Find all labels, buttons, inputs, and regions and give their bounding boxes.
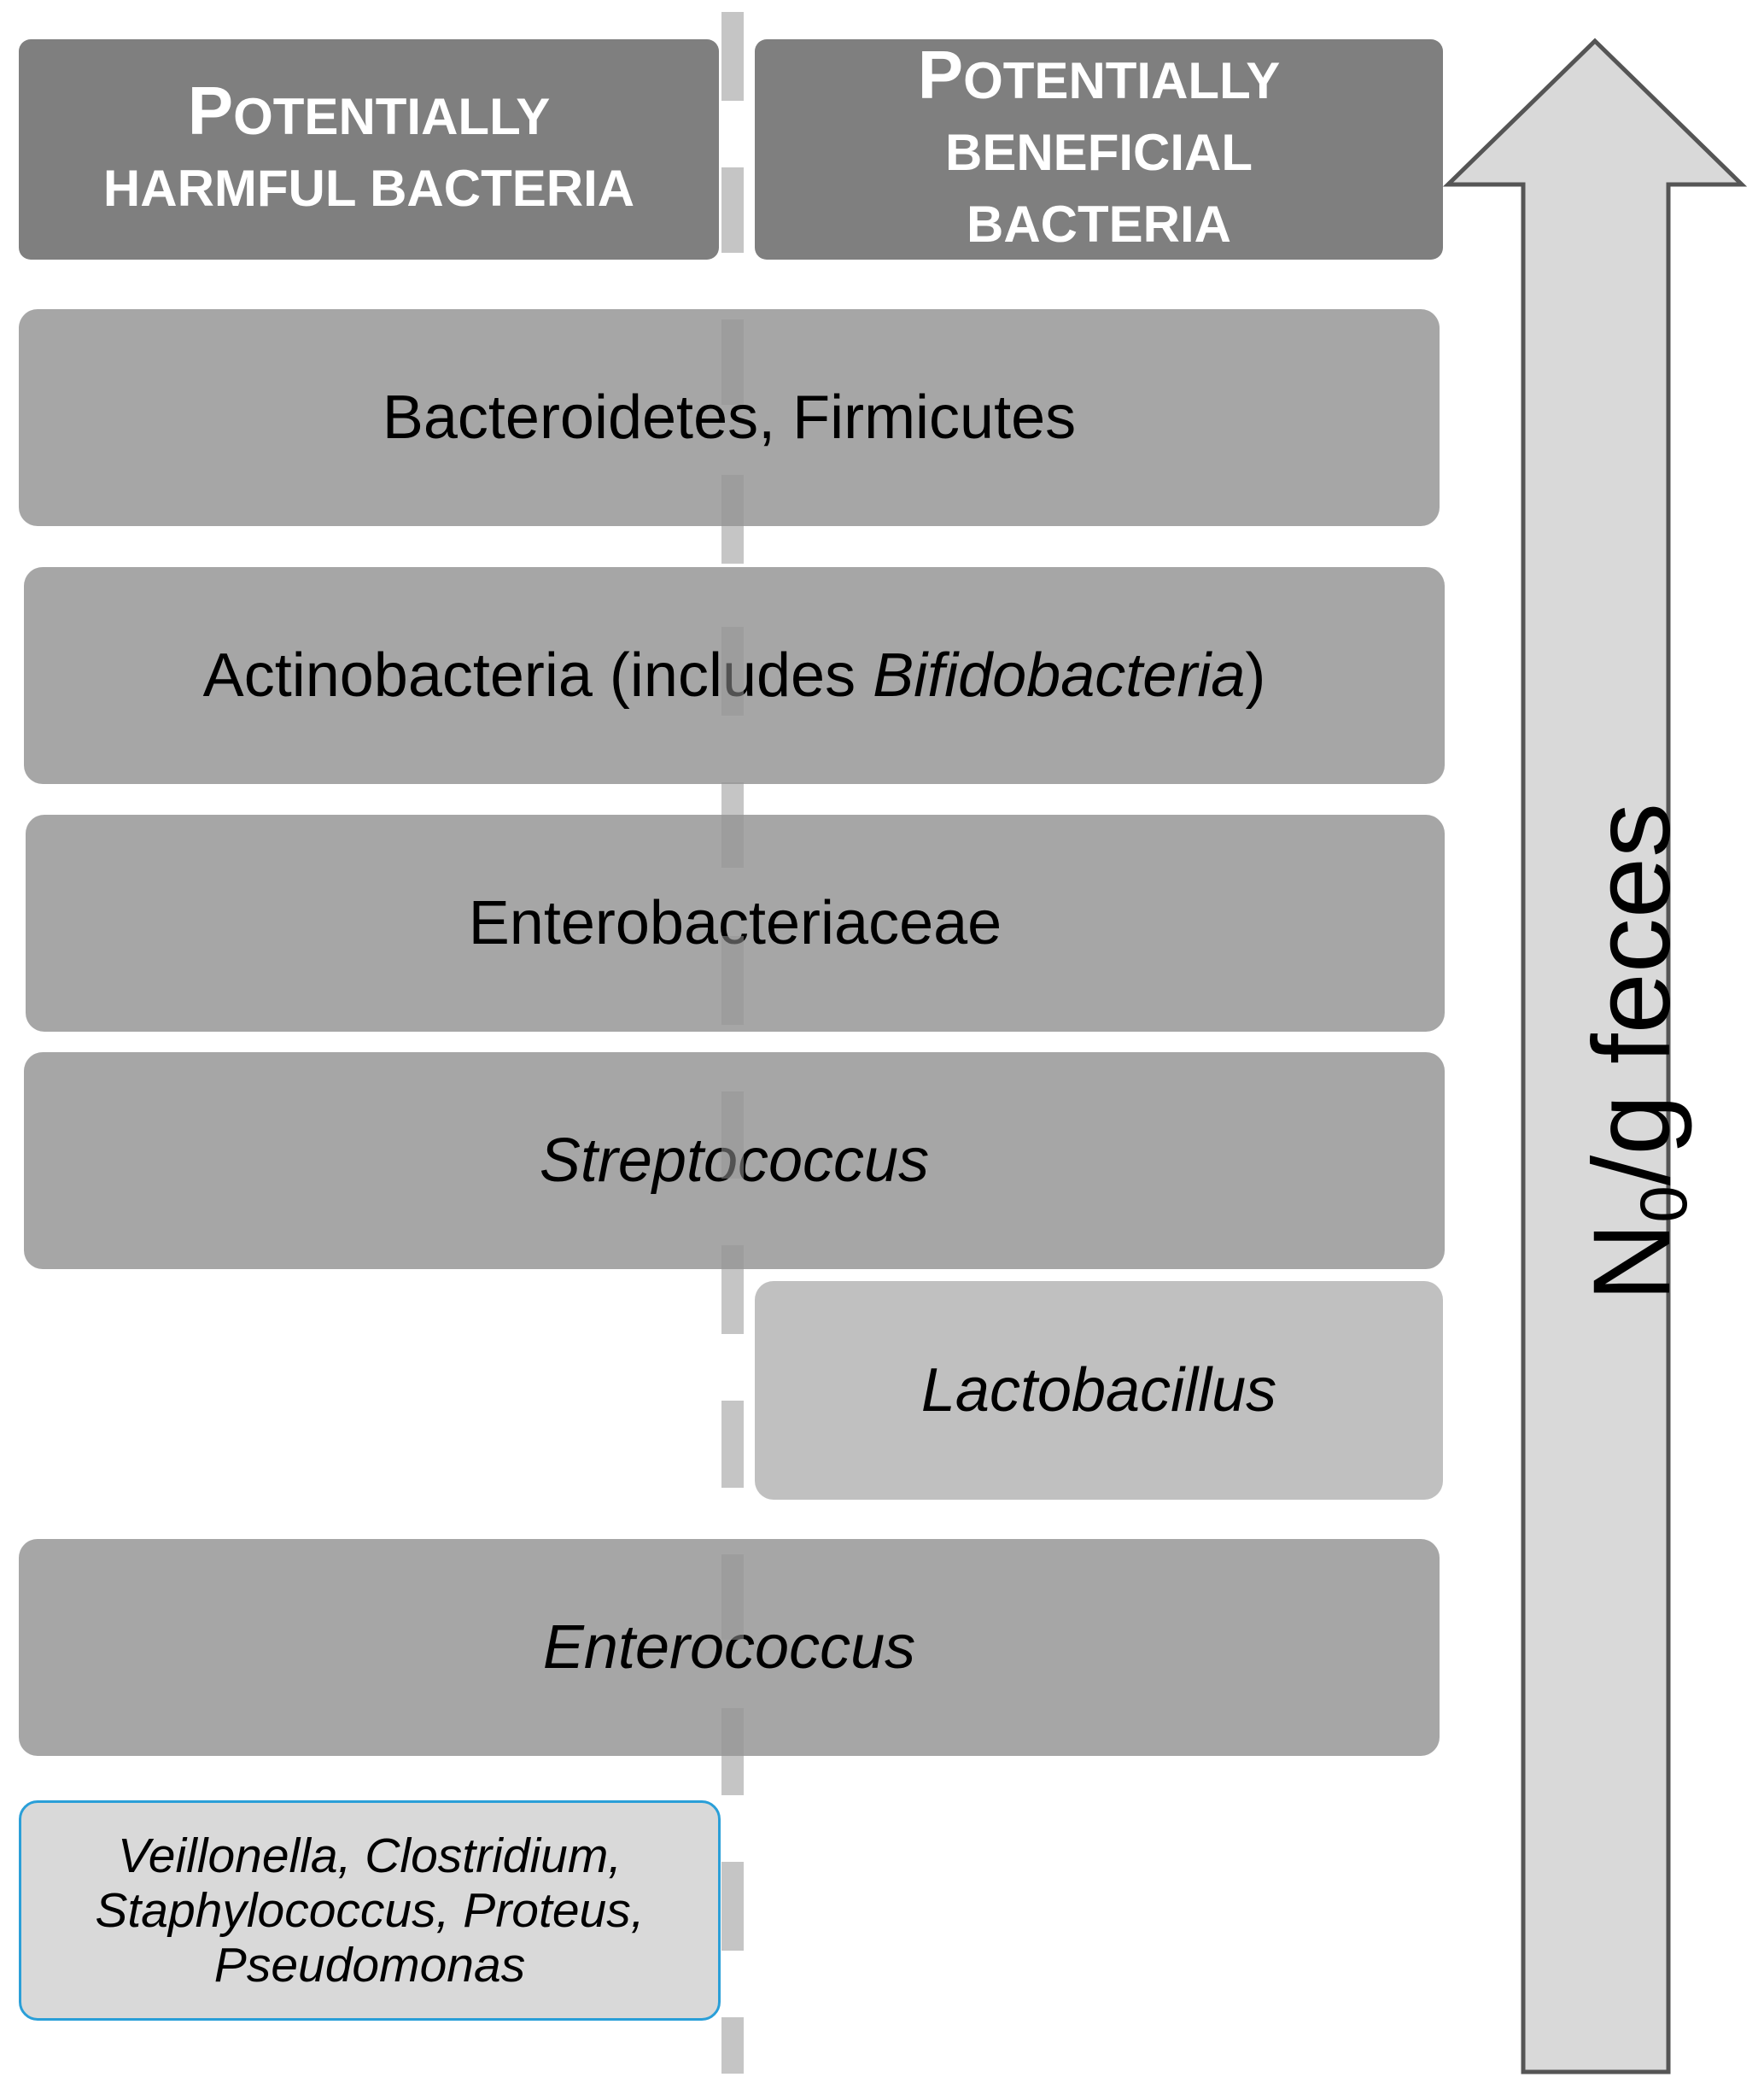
harmful-group-line2: Staphylococcus, Proteus,: [95, 1883, 645, 1938]
header-beneficial-line3: BACTERIA: [967, 195, 1231, 253]
header-beneficial-line2: BENEFICIAL: [945, 123, 1253, 181]
bifidobacteria-italic: Bifidobacteria: [873, 641, 1246, 710]
harmful-group-line1: Veillonella, Clostridium,: [117, 1829, 622, 1883]
arrow-label: N0/g feces: [1571, 802, 1701, 1302]
header-beneficial-bacteria: POTENTIALLY BENEFICIAL BACTERIA: [755, 36, 1443, 260]
bar-lactobacillus: Lactobacillus: [755, 1281, 1443, 1500]
header-beneficial-line1: POTENTIALLY: [917, 36, 1281, 113]
up-arrow-shape: [1442, 38, 1748, 2074]
header-harmful-bacteria: POTENTIALLY HARMFUL BACTERIA: [19, 39, 719, 260]
header-harmful-line1: POTENTIALLY: [187, 72, 551, 149]
bar-actinobacteria-label: Actinobacteria (includes Bifidobacteria): [202, 641, 1266, 710]
header-harmful-line2: HARMFUL BACTERIA: [102, 159, 635, 217]
bar-lactobacillus-label: Lactobacillus: [920, 1355, 1277, 1425]
harmful-group-line3: Pseudomonas: [213, 1938, 526, 1992]
bar-harmful-group: Veillonella, Clostridium, Staphylococcus…: [19, 1800, 721, 2021]
